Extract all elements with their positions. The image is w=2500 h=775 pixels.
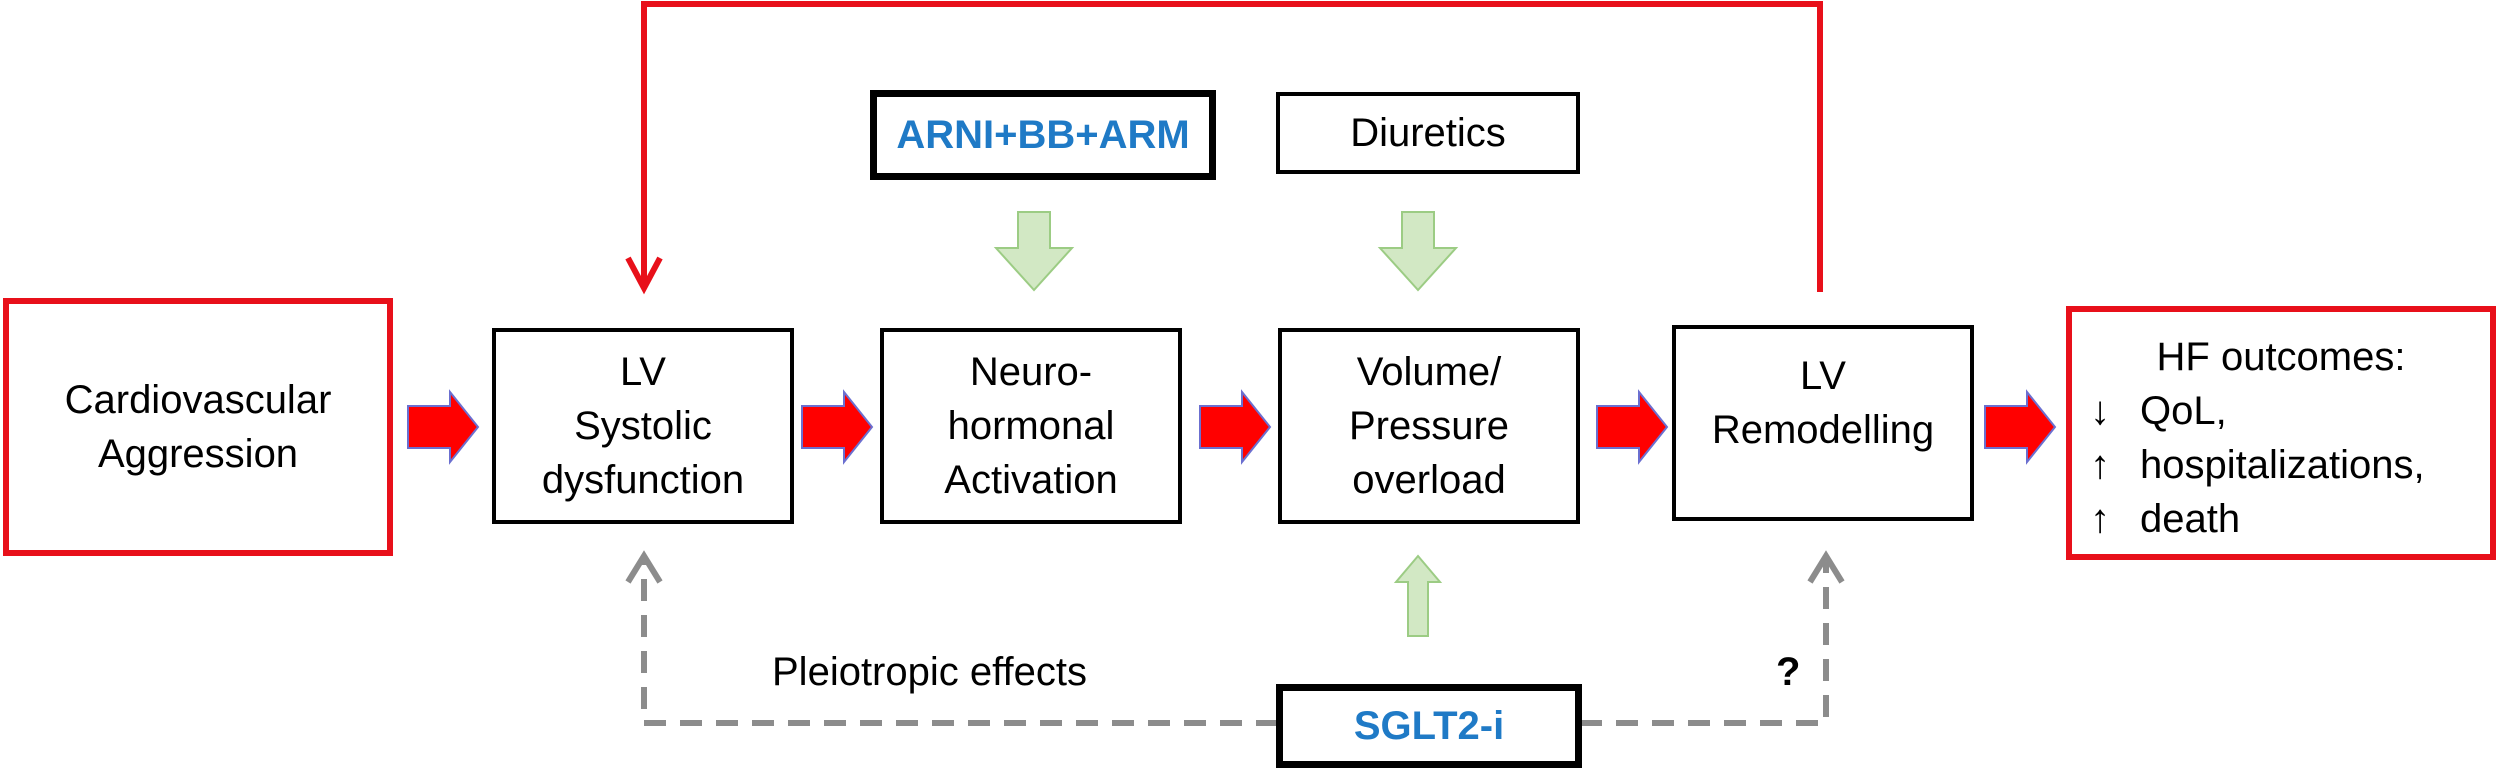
node-line: Aggression <box>97 432 299 476</box>
flow-arrows <box>407 389 2057 465</box>
node-line: hormonal <box>947 404 1115 448</box>
hf-outcomes-box: HF outcomes: ↓ QoL, ↑ hospitalizations, ↑ d… <box>2066 306 2496 560</box>
outcome-item-hospitalizations: ↑ hospitalizations, <box>2090 438 2425 492</box>
outcome-text: hospitalizations, <box>2140 443 2425 487</box>
cardiovascular-aggression-box: Cardiovascular Aggression <box>3 298 393 556</box>
pleiotropic-effects-label: Pleiotropic effects <box>772 650 1087 694</box>
flow-arrow-1 <box>407 389 480 465</box>
green-arrow-diuretics <box>1377 211 1459 292</box>
flow-arrow-3 <box>1199 389 1272 465</box>
therapy-label-sglt2i: SGLT2-i <box>1353 704 1505 748</box>
hf-outcomes-title: HF outcomes: <box>2156 335 2406 379</box>
feedback-loop-arrow <box>625 1 1823 295</box>
green-arrow-arni <box>993 211 1075 292</box>
node-line: overload <box>1352 458 1506 502</box>
node-line: Cardiovascular <box>64 378 332 422</box>
node-line: LV <box>620 350 666 394</box>
volume-pressure-overload-box: Volume/ Pressure overload <box>1278 328 1580 524</box>
therapy-label-diuretics: Diuretics <box>1350 111 1506 155</box>
node-line: Activation <box>944 458 1118 502</box>
arni-bb-arm-box: ARNI+BB+ARM <box>870 90 1216 180</box>
green-arrow-sglt2i-up <box>1393 554 1443 637</box>
therapy-label-arni-bb-arm: ARNI+BB+ARM <box>896 113 1190 157</box>
arrow-up-icon: ↑ <box>2090 443 2110 487</box>
flow-arrow-5 <box>1984 389 2057 465</box>
outcome-item-death: ↑ death <box>2090 492 2240 546</box>
outcome-item-qol: ↓ QoL, <box>2090 384 2227 438</box>
arrow-up-icon: ↑ <box>2090 497 2110 541</box>
node-line: Systolic <box>574 404 712 448</box>
lv-remodelling-box: LV Remodelling <box>1672 325 1974 521</box>
node-line: Volume/ <box>1356 350 1502 394</box>
pleiotropic-dashed-arrows <box>625 550 1845 726</box>
node-line: LV <box>1800 354 1846 398</box>
outcome-text: death <box>2140 497 2241 541</box>
diuretics-box: Diuretics <box>1276 92 1580 174</box>
node-line: dysfunction <box>541 458 745 502</box>
flow-arrow-2 <box>801 389 874 465</box>
node-line: Remodelling <box>1711 408 1935 452</box>
lv-systolic-dysfunction-box: LV Systolic dysfunction <box>492 328 794 524</box>
neurohormonal-activation-box: Neuro- hormonal Activation <box>880 328 1182 524</box>
flow-arrow-4 <box>1596 389 1669 465</box>
node-line: Pressure <box>1348 404 1510 448</box>
question-mark-label: ? <box>1776 650 1801 694</box>
node-line: Neuro- <box>969 350 1093 394</box>
therapy-arrows <box>993 211 1459 637</box>
arrow-down-icon: ↓ <box>2090 389 2110 433</box>
sglt2i-box: SGLT2-i <box>1276 684 1582 768</box>
outcome-text: QoL, <box>2140 389 2227 433</box>
